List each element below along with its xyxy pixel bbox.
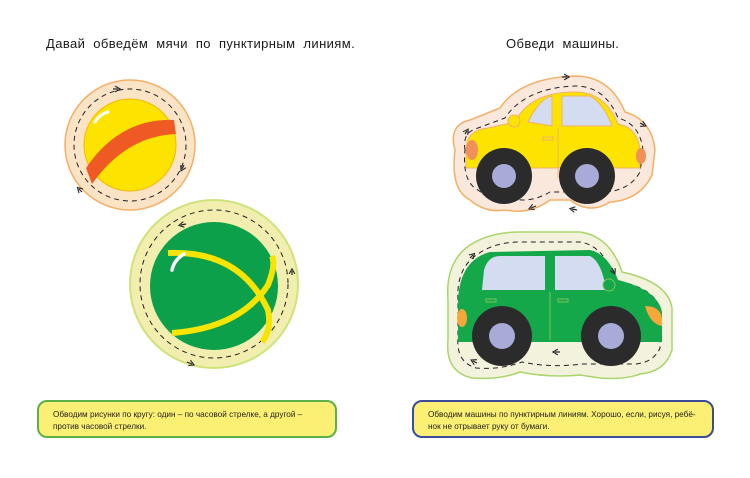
- yellow-car[interactable]: [452, 73, 656, 213]
- left-instruction-note: Обводим рисунки по кругу: один – по часо…: [37, 400, 337, 438]
- dashed-trace-path: [139, 209, 289, 359]
- right-note-line-2: нок не отрывает руку от бумаги.: [428, 422, 550, 431]
- green-ball[interactable]: [129, 199, 299, 369]
- right-instruction-note: Обводим машины по пунктирным линиям. Хор…: [412, 400, 714, 438]
- yellow-ball[interactable]: [64, 79, 196, 211]
- right-page-title: Обведи машины.: [506, 36, 620, 51]
- left-note-line-1: Обводим рисунки по кругу: один – по часо…: [53, 410, 303, 419]
- right-note-line-1: Обводим машины по пунктирным линиям. Хор…: [428, 410, 696, 419]
- dashed-trace-path: [457, 241, 661, 369]
- left-page-title: Давай обведём мячи по пунктирным линиям.: [46, 36, 356, 51]
- green-car[interactable]: [446, 231, 673, 380]
- dashed-trace-path: [73, 88, 187, 202]
- left-note-line-2: против часовой стрелки.: [53, 422, 147, 431]
